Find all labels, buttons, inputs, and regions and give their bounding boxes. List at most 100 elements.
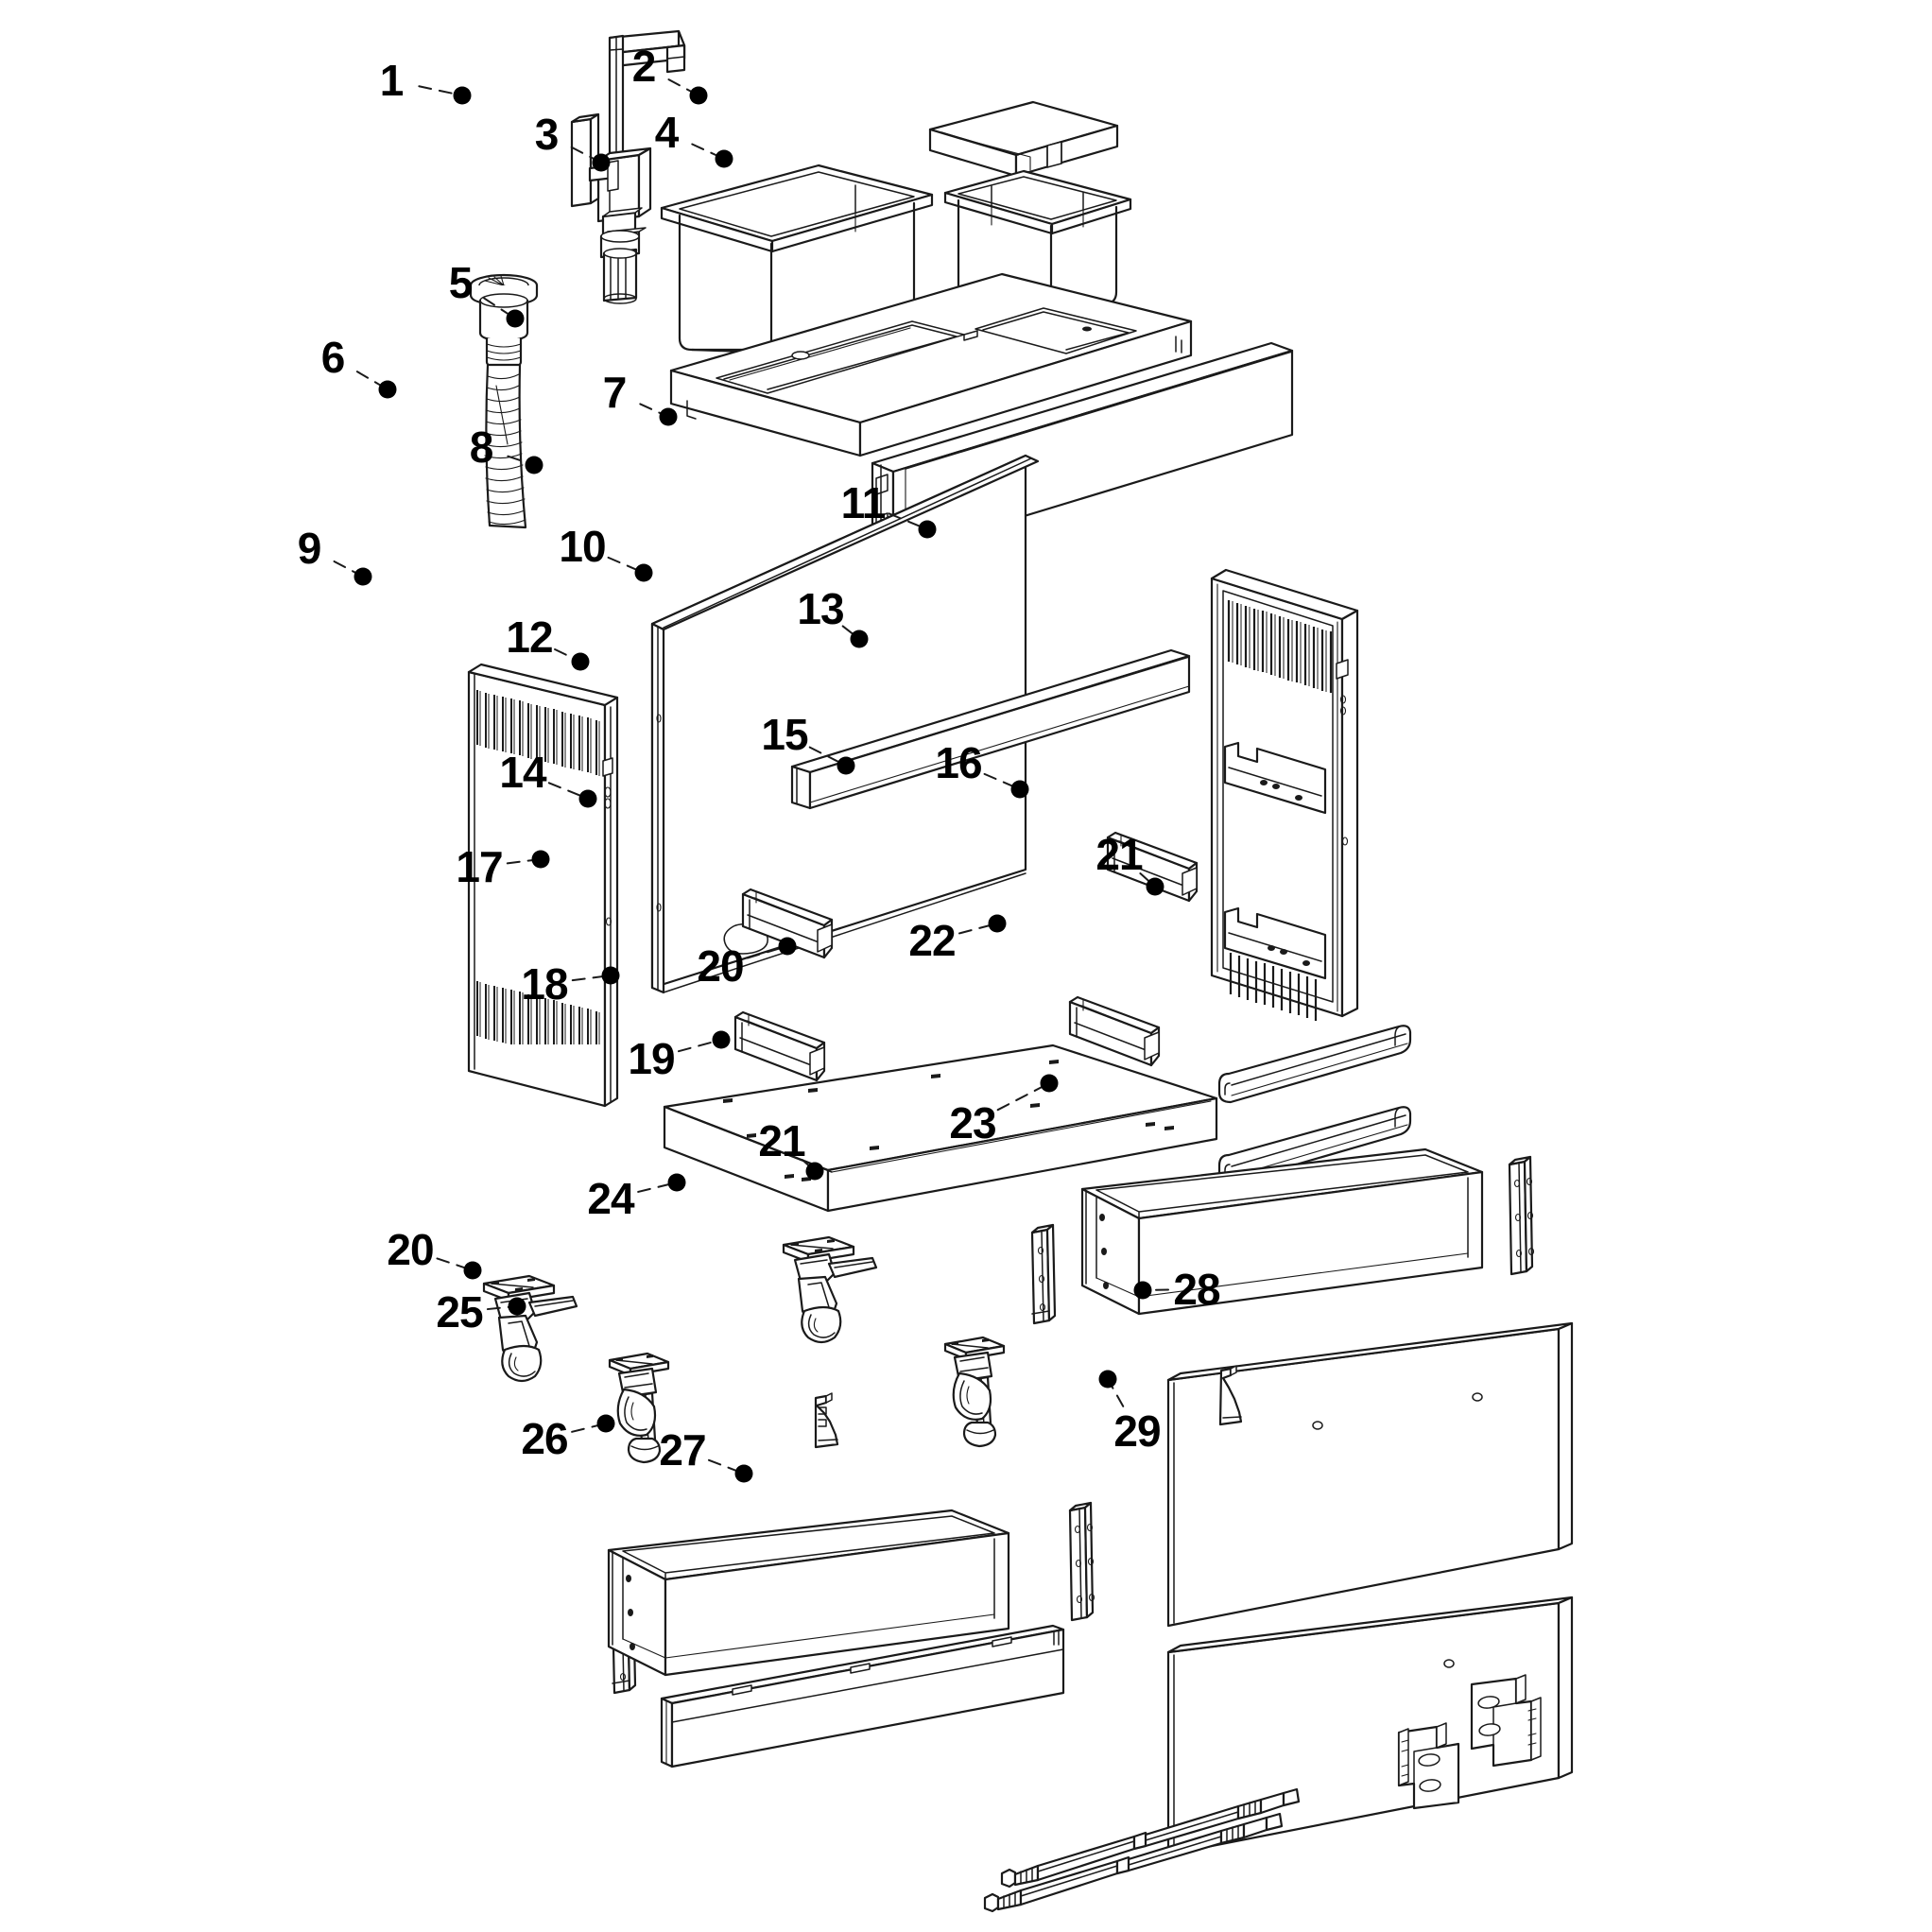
callout-dot-18 bbox=[601, 966, 620, 985]
callout-number-26[interactable]: 26 bbox=[521, 1414, 568, 1463]
callout-number-22[interactable]: 22 bbox=[908, 916, 956, 965]
callout-number-16[interactable]: 16 bbox=[935, 738, 982, 787]
callout-leader-line bbox=[333, 560, 357, 574]
part-vented-side-panel bbox=[467, 663, 619, 1108]
callout-number-12[interactable]: 12 bbox=[506, 612, 553, 662]
part-countertop bbox=[669, 272, 1193, 457]
part-drain-strainer-hose bbox=[469, 273, 539, 529]
callout-dot-22 bbox=[988, 914, 1007, 933]
callout-number-18[interactable]: 18 bbox=[521, 959, 568, 1009]
callout-dot-20 bbox=[778, 937, 797, 956]
callout-leader-line bbox=[486, 1305, 510, 1311]
part-hinge-bracket-upper bbox=[1470, 1674, 1542, 1768]
callout-number-25[interactable]: 25 bbox=[436, 1287, 483, 1337]
part-side-panel-left bbox=[650, 454, 1040, 994]
callout-dot-23 bbox=[1040, 1074, 1059, 1093]
callout-number-21[interactable]: 21 bbox=[1095, 830, 1143, 879]
callout-leader-line bbox=[571, 1424, 599, 1433]
callout-leader-line bbox=[802, 1159, 810, 1166]
callout-number-5[interactable]: 5 bbox=[448, 258, 474, 307]
callout-dot-13 bbox=[850, 630, 869, 648]
callout-leader-line bbox=[571, 975, 604, 982]
part-drawer-slide-bracket-12 bbox=[741, 888, 834, 959]
part-faucet bbox=[570, 29, 686, 304]
part-slide-mounting-strip-21b bbox=[1068, 1501, 1095, 1622]
callout-dot-3 bbox=[592, 153, 611, 172]
callout-dot-17 bbox=[531, 850, 550, 869]
part-water-supply-hose bbox=[983, 1787, 1301, 1913]
callout-leader-line bbox=[808, 746, 839, 763]
callout-leader-line bbox=[570, 146, 595, 160]
part-swivel-caster-wheel-a bbox=[608, 1352, 670, 1464]
callout-number-29[interactable]: 29 bbox=[1113, 1406, 1161, 1456]
callout-number-1[interactable]: 1 bbox=[379, 56, 405, 105]
callout-number-17[interactable]: 17 bbox=[456, 842, 503, 891]
callout-leader-line bbox=[607, 556, 637, 571]
part-drawer-slide-bracket-15 bbox=[1068, 995, 1161, 1067]
callout-dot-14 bbox=[578, 789, 597, 808]
part-base-floor-panel bbox=[663, 1044, 1218, 1213]
callout-dot-21 bbox=[1146, 877, 1164, 896]
callout-leader-line bbox=[708, 1458, 737, 1472]
callout-dot-24 bbox=[667, 1173, 686, 1192]
callout-number-28[interactable]: 28 bbox=[1173, 1265, 1220, 1314]
callout-leader-line bbox=[677, 1041, 715, 1053]
callout-number-4[interactable]: 4 bbox=[654, 108, 680, 157]
callout-leader-line bbox=[1111, 1385, 1125, 1407]
callout-dot-7 bbox=[659, 407, 678, 426]
part-slide-mounting-strip-21a bbox=[1508, 1155, 1535, 1276]
callout-number-23[interactable]: 23 bbox=[949, 1098, 996, 1147]
callout-number-24[interactable]: 24 bbox=[587, 1174, 634, 1223]
callout-number-7[interactable]: 7 bbox=[602, 368, 628, 417]
callout-dot-8 bbox=[525, 456, 543, 474]
callout-number-13[interactable]: 13 bbox=[797, 584, 844, 633]
callout-number-6[interactable]: 6 bbox=[320, 333, 346, 382]
part-handle-bar bbox=[1217, 1025, 1412, 1185]
callout-leader-line bbox=[691, 143, 717, 157]
callout-number-9[interactable]: 9 bbox=[297, 524, 322, 573]
part-slide-mounting-strip-20a bbox=[1030, 1223, 1057, 1325]
callout-number-2[interactable]: 2 bbox=[631, 42, 657, 91]
callout-leader-line bbox=[554, 648, 574, 660]
callout-number-20b[interactable]: 20 bbox=[387, 1225, 434, 1274]
part-lower-drawer-box bbox=[607, 1509, 1010, 1677]
callout-leader-lines bbox=[333, 78, 1170, 1472]
callout-number-15[interactable]: 15 bbox=[761, 710, 808, 759]
callout-leader-line bbox=[355, 371, 382, 387]
callout-number-3[interactable]: 3 bbox=[534, 110, 560, 159]
callout-dot-10 bbox=[634, 563, 653, 582]
part-drawer-front-panel-lower bbox=[1166, 1596, 1574, 1856]
callout-leader-line bbox=[507, 455, 527, 464]
callout-leader-line bbox=[637, 1183, 670, 1193]
callout-dot-5 bbox=[506, 309, 525, 328]
callout-dot-20b bbox=[463, 1261, 482, 1280]
callout-dot-28 bbox=[1133, 1281, 1152, 1300]
callout-dot-6 bbox=[378, 380, 397, 399]
callout-dot-15 bbox=[837, 756, 855, 775]
callout-number-20[interactable]: 20 bbox=[697, 941, 744, 991]
callout-leader-line bbox=[639, 403, 662, 415]
callout-dots bbox=[354, 86, 1164, 1483]
callout-leader-line bbox=[1139, 872, 1150, 882]
callout-number-14[interactable]: 14 bbox=[499, 748, 546, 797]
callout-number-27[interactable]: 27 bbox=[659, 1425, 706, 1475]
part-drawer-front-panel-upper bbox=[1166, 1321, 1574, 1628]
callout-leader-line bbox=[547, 782, 581, 797]
callout-number-19[interactable]: 19 bbox=[628, 1034, 675, 1083]
callout-leader-line bbox=[667, 78, 693, 93]
callout-dot-27 bbox=[734, 1464, 753, 1483]
callout-number-11[interactable]: 11 bbox=[840, 478, 887, 527]
callout-leader-line bbox=[888, 512, 921, 527]
callout-number-21b[interactable]: 21 bbox=[758, 1116, 805, 1165]
callout-leader-line bbox=[506, 859, 534, 865]
callout-dot-2 bbox=[689, 86, 708, 105]
callout-number-8[interactable]: 8 bbox=[469, 423, 494, 472]
callout-number-10[interactable]: 10 bbox=[559, 522, 606, 571]
callout-dot-9 bbox=[354, 567, 372, 586]
part-drawer-slide-bracket-13 bbox=[1106, 831, 1199, 903]
callout-dot-26 bbox=[596, 1414, 615, 1433]
part-horizontal-cross-rail bbox=[790, 648, 1191, 810]
callout-leader-line bbox=[436, 1257, 466, 1269]
